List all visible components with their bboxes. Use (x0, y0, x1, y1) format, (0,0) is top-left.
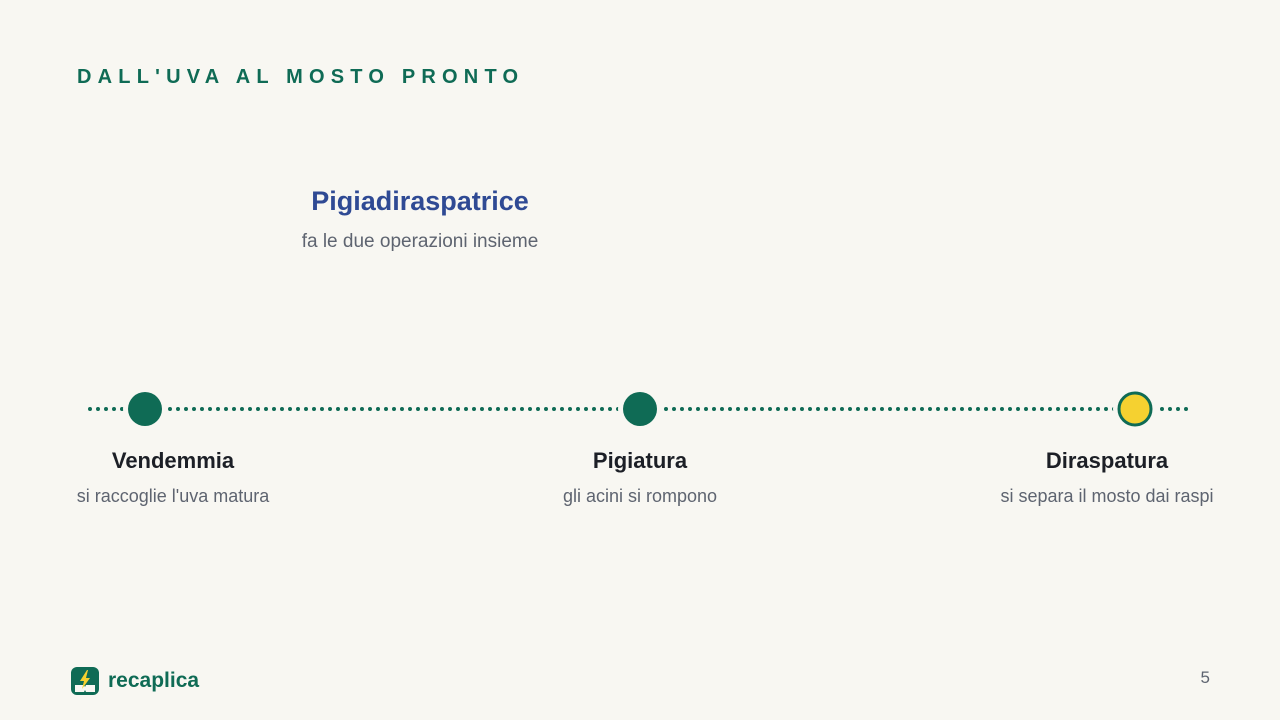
step-description: si separa il mosto dai raspi (1000, 486, 1214, 506)
timeline (0, 385, 1280, 435)
timeline-node-pigiatura (623, 392, 657, 426)
callout-subtitle: fa le due operazioni insieme (301, 231, 539, 252)
timeline-node-vendemmia (128, 392, 162, 426)
callout-title: Pigiadiraspatrice (311, 186, 529, 216)
timeline-node-diraspatura-current (1117, 391, 1153, 427)
timeline-graphic (88, 387, 1194, 431)
step-description: gli acini si rompono (562, 486, 718, 506)
brand: recaplica (70, 666, 199, 696)
section-kicker: DALL'UVA AL MOSTO PRONTO (77, 66, 525, 88)
step-title: Pigiatura (592, 448, 688, 473)
step-pigiatura: Pigiatura gli acini si rompono (490, 448, 790, 507)
step-description: si raccoglie l'uva matura (76, 486, 270, 506)
page-number: 5 (1200, 668, 1210, 687)
step-vendemmia: Vendemmia si raccoglie l'uva matura (23, 448, 323, 507)
step-title: Vendemmia (111, 448, 235, 473)
brand-name: recaplica (108, 669, 200, 692)
step-title: Diraspatura (1045, 448, 1169, 473)
step-diraspatura: Diraspatura si separa il mosto dai raspi (957, 448, 1257, 507)
book-lightning-icon (71, 667, 99, 695)
callout: Pigiadiraspatrice fa le due operazioni i… (220, 186, 620, 253)
